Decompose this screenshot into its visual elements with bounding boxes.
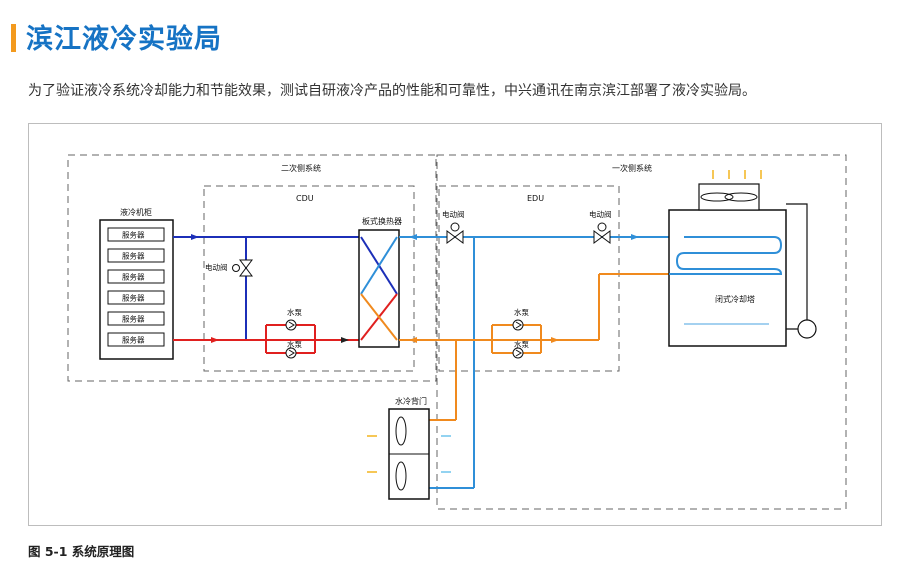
server-label: 服务器 [122, 335, 145, 345]
rear-door-fan-icon [395, 416, 407, 491]
title-accent-bar [11, 24, 16, 52]
cdu-motorized-valve [232, 259, 253, 277]
edu-valve-label: 电动阀 [442, 209, 465, 219]
system-diagram: 二次侧系统 一次侧系统 CDU EDU 液冷机柜 服务器 服务器 服务器 服务器… [67, 154, 847, 510]
cdu-label: CDU [296, 194, 314, 203]
edu-motorized-valve [446, 222, 464, 244]
pump-icon [285, 347, 297, 359]
cdu-valve-label: 电动阀 [205, 262, 228, 272]
primary-hot-pipe [399, 273, 669, 421]
pump-icon [512, 319, 524, 331]
flow-arrow [191, 234, 199, 240]
page-title: 滨江液冷实验局 [26, 24, 222, 55]
heat-exhaust-arrows [712, 170, 762, 179]
server-label: 服务器 [122, 230, 145, 240]
intro-paragraph: 为了验证液冷系统冷却能力和节能效果，测试自研液冷产品的性能和可靠性，中兴通讯在南… [28, 83, 756, 99]
cdu-pump-2-label: 水泵 [287, 339, 302, 349]
pump-icon [512, 347, 524, 359]
edu-region [438, 185, 620, 372]
server-label: 服务器 [122, 293, 145, 303]
secondary-system-label: 二次侧系统 [281, 163, 321, 173]
figure-caption: 图 5-1 系统原理图 [28, 544, 135, 559]
cabinet-label: 液冷机柜 [120, 207, 152, 217]
tower-motorized-valve [593, 222, 611, 244]
circulation-pump-icon [797, 319, 817, 339]
fan-icon [700, 192, 758, 202]
flow-arrow [211, 337, 219, 343]
tower-coil [669, 236, 783, 275]
flow-arrow [341, 337, 349, 343]
flow-arrow [409, 234, 417, 240]
rear-door-label: 水冷背门 [395, 396, 427, 406]
primary-system-label: 一次侧系统 [612, 163, 652, 173]
cdu-region [203, 185, 415, 372]
server-label: 服务器 [122, 251, 145, 261]
server-list: 服务器 服务器 服务器 服务器 服务器 服务器 [107, 227, 165, 347]
secondary-system-region [67, 154, 437, 382]
primary-system-region [436, 154, 847, 510]
flow-arrow [631, 234, 639, 240]
closed-cooling-tower [668, 209, 787, 347]
plate-hx-label: 板式换热器 [362, 216, 402, 226]
flow-arrow [409, 337, 417, 343]
rear-door-airflow [367, 435, 451, 473]
server-label: 服务器 [122, 314, 145, 324]
plate-heat-exchanger [358, 229, 400, 348]
edu-pump-2-label: 水泵 [514, 339, 529, 349]
diagram-frame: 二次侧系统 一次侧系统 CDU EDU 液冷机柜 服务器 服务器 服务器 服务器… [28, 123, 882, 526]
edu-pump-1-label: 水泵 [514, 307, 529, 317]
tower-label: 闭式冷却塔 [715, 294, 755, 304]
cdu-pump-1-label: 水泵 [287, 307, 302, 317]
tower-fan-housing [698, 183, 760, 211]
flow-arrow [551, 337, 559, 343]
liquid-cooling-cabinet [99, 219, 174, 360]
pump-icon [285, 319, 297, 331]
server-label: 服务器 [122, 272, 145, 282]
edu-label: EDU [527, 194, 544, 203]
tower-valve-label: 电动阀 [589, 209, 612, 219]
